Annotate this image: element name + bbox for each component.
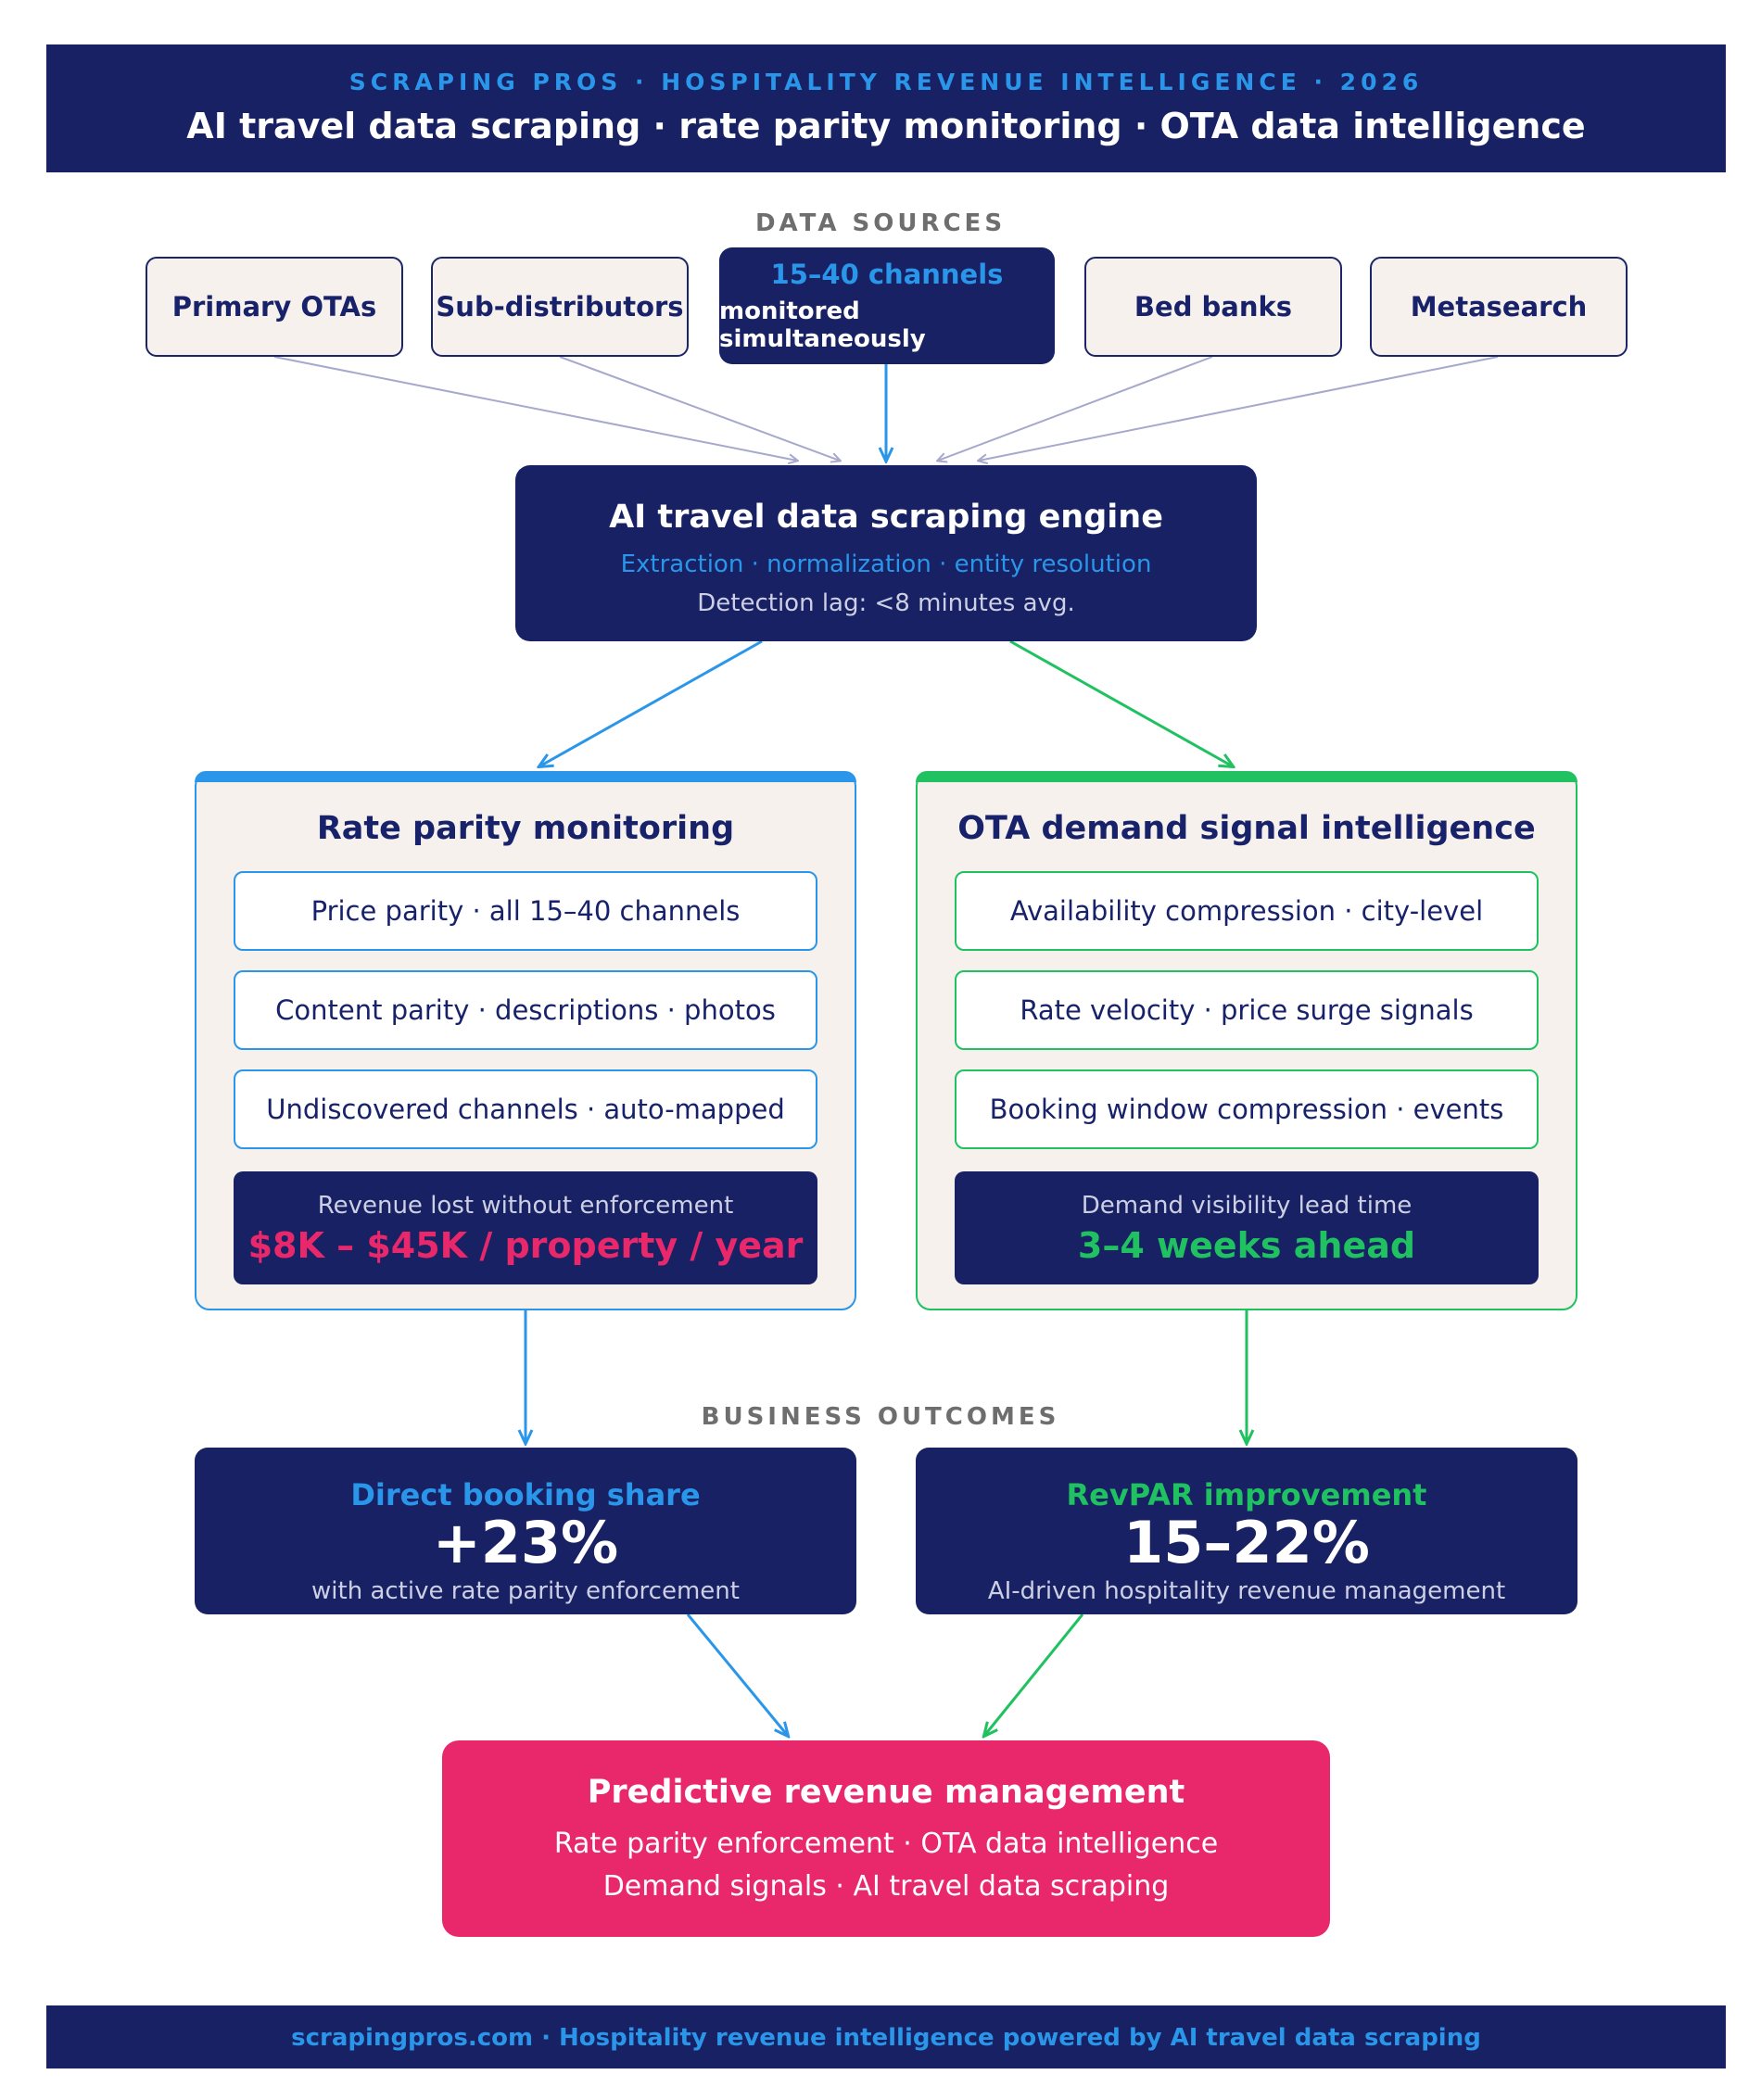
scraping-engine-box: AI travel data scraping engine Extractio…: [515, 465, 1257, 641]
arrow-metasearch: [979, 356, 1499, 461]
demand-signal-panel: OTA demand signal intelligence Availabil…: [916, 771, 1577, 1310]
source-bed-banks: Bed banks: [1084, 257, 1342, 357]
footer-text: scrapingpros.com · Hospitality revenue i…: [291, 2024, 1481, 2052]
source-sub-distributors: Sub-distributors: [431, 257, 689, 357]
arrow-revpar-to-predictive: [984, 1613, 1084, 1736]
revpar-outcome: RevPAR improvement 15–22% AI-driven hosp…: [916, 1448, 1577, 1614]
engine-subtitle: Extraction · normalization · entity reso…: [620, 550, 1152, 578]
parity-item: Price parity · all 15–40 channels: [234, 871, 817, 951]
outcome-subtitle: with active rate parity enforcement: [311, 1577, 740, 1605]
channels-note: monitored simultaneously: [719, 297, 926, 353]
source-metasearch: Metasearch: [1370, 257, 1628, 357]
direct-booking-outcome: Direct booking share +23% with active ra…: [195, 1448, 856, 1614]
panel-accent-bar: [195, 771, 856, 782]
arrow-bed-banks: [938, 356, 1213, 461]
revenue-lost-stat: Revenue lost without enforcement $8K – $…: [234, 1171, 817, 1284]
header-banner: SCRAPING PROS · HOSPITALITY REVENUE INTE…: [46, 44, 1726, 172]
header-title: AI travel data scraping · rate parity mo…: [186, 106, 1586, 146]
parity-item: Content parity · descriptions · photos: [234, 970, 817, 1050]
lead-time-stat: Demand visibility lead time 3–4 weeks ah…: [955, 1171, 1539, 1284]
predictive-title: Predictive revenue management: [587, 1774, 1185, 1811]
predictive-line-1: Rate parity enforcement · OTA data intel…: [553, 1828, 1219, 1860]
source-primary-otas: Primary OTAs: [146, 257, 403, 357]
panel-title: OTA demand signal intelligence: [957, 810, 1536, 847]
panel-accent-bar: [916, 771, 1577, 782]
business-outcomes-label: BUSINESS OUTCOMES: [701, 1403, 1060, 1431]
outcome-value: +23%: [432, 1509, 619, 1576]
stat-label: Demand visibility lead time: [1081, 1192, 1413, 1220]
parity-item: Undiscovered channels · auto-mapped: [234, 1069, 817, 1149]
arrow-engine-to-parity: [539, 639, 763, 766]
demand-item: Booking window compression · events: [955, 1069, 1539, 1149]
arrow-engine-to-demand: [1009, 639, 1233, 766]
channels-count: 15–40 channels: [770, 259, 1004, 290]
outcome-subtitle: AI-driven hospitality revenue management: [987, 1577, 1506, 1605]
demand-item: Rate velocity · price surge signals: [955, 970, 1539, 1050]
footer-banner: scrapingpros.com · Hospitality revenue i…: [46, 2005, 1726, 2068]
demand-item: Availability compression · city-level: [955, 871, 1539, 951]
predictive-line-2: Demand signals · AI travel data scraping: [602, 1870, 1170, 1903]
arrow-direct-to-predictive: [686, 1613, 788, 1736]
outcome-title: Direct booking share: [350, 1477, 701, 1512]
predictive-revenue-box: Predictive revenue management Rate parit…: [442, 1740, 1330, 1937]
arrow-sub-distributors: [559, 356, 840, 461]
arrow-primary-otas: [273, 356, 797, 461]
source-channels: 15–40 channels monitored simultaneously: [719, 247, 1055, 364]
data-sources-label: DATA SOURCES: [754, 209, 1007, 237]
stat-label: Revenue lost without enforcement: [317, 1192, 734, 1220]
rate-parity-panel: Rate parity monitoring Price parity · al…: [195, 771, 856, 1310]
engine-lag: Detection lag: <8 minutes avg.: [697, 589, 1075, 617]
outcome-title: RevPAR improvement: [1066, 1477, 1427, 1512]
stat-value: $8K – $45K / property / year: [247, 1225, 804, 1266]
engine-title: AI travel data scraping engine: [609, 499, 1163, 536]
stat-value: 3–4 weeks ahead: [1077, 1225, 1416, 1266]
panel-title: Rate parity monitoring: [316, 810, 735, 847]
header-kicker: SCRAPING PROS · HOSPITALITY REVENUE INTE…: [348, 69, 1424, 95]
outcome-value: 15–22%: [1123, 1509, 1370, 1576]
